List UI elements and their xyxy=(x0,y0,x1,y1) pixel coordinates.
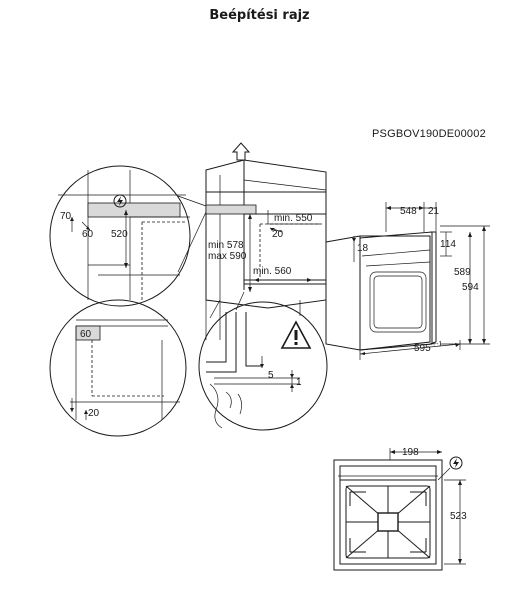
arrow-up-icon xyxy=(231,142,251,161)
detail-circle-top xyxy=(49,165,207,307)
dim-60-left: 60 xyxy=(82,229,94,240)
dim-70: 70 xyxy=(60,211,72,222)
dim-198: 198 xyxy=(402,447,419,458)
dim-21: 21 xyxy=(428,206,440,217)
dim-18: 18 xyxy=(357,243,369,254)
dim-523: 523 xyxy=(450,511,467,522)
dim-594: 594 xyxy=(462,282,479,293)
dim-589: 589 xyxy=(454,267,471,278)
drawing-code: PSGBOV190DE00002 xyxy=(372,128,486,140)
electric-plug-icon xyxy=(437,456,463,481)
page-title: Beépítési rajz xyxy=(209,8,310,23)
dim-min560: min. 560 xyxy=(253,266,292,277)
electric-plug-icon xyxy=(113,194,127,208)
dim-max590: max 590 xyxy=(208,251,247,262)
dim-min550: min. 550 xyxy=(274,213,313,224)
dim-1: 1 xyxy=(296,377,302,388)
dim-min578: min 578 xyxy=(208,240,244,251)
warning-icon xyxy=(280,320,312,349)
dim-595: 595 xyxy=(414,343,431,354)
dim-60-box: 60 xyxy=(80,329,92,340)
detail-circle-bottom xyxy=(49,299,187,437)
oven-front-view xyxy=(333,448,466,571)
dim-5: 5 xyxy=(268,370,274,381)
detail-circle-warning xyxy=(198,291,328,431)
dim-520: 520 xyxy=(111,229,128,240)
dim-114: 114 xyxy=(440,239,456,250)
dim-20-bottom: 20 xyxy=(88,408,100,419)
oven-side-view xyxy=(325,202,490,360)
dim-595-tolerance: +-1 xyxy=(432,341,442,348)
dim-548: 548 xyxy=(400,206,417,217)
dim-20-top: 20 xyxy=(272,229,284,240)
cabinet xyxy=(205,142,327,340)
